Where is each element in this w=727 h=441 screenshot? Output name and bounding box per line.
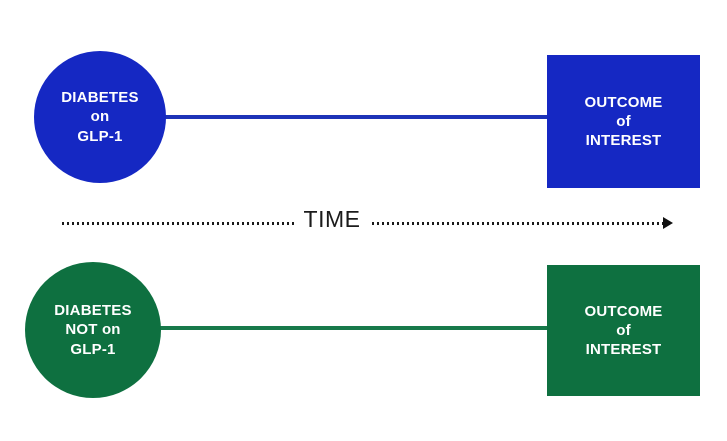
node-label-line-3: INTEREST: [585, 132, 662, 150]
time-axis: TIME: [0, 206, 727, 244]
node-label-line-2: on: [90, 108, 110, 126]
node-outcome-of-interest-exposed[interactable]: OUTCOME of INTEREST: [547, 55, 700, 188]
time-axis-label: TIME: [303, 206, 361, 232]
node-diabetes-on-glp1[interactable]: DIABETES on GLP-1: [34, 51, 166, 183]
node-outcome-of-interest-unexposed[interactable]: OUTCOME of INTEREST: [547, 265, 700, 396]
connector-line-unexposed: [155, 326, 550, 330]
node-label-line-3: GLP-1: [77, 127, 123, 145]
time-axis-dotted-line-left: [62, 222, 295, 225]
node-label-line-2: NOT on: [65, 321, 121, 339]
connector-line-exposed: [160, 115, 550, 119]
node-label-line-1: DIABETES: [54, 302, 132, 320]
node-label-line-3: INTEREST: [585, 341, 662, 359]
arrow-right-icon: [663, 217, 673, 229]
node-label-line-1: DIABETES: [61, 89, 139, 107]
node-label-line-1: OUTCOME: [584, 302, 663, 320]
node-label-line-2: of: [616, 112, 631, 130]
time-axis-dotted-line-right: [372, 222, 664, 225]
node-diabetes-not-on-glp1[interactable]: DIABETES NOT on GLP-1: [25, 262, 161, 398]
node-label-line-3: GLP-1: [70, 340, 116, 358]
node-label-line-2: of: [616, 321, 631, 339]
node-label-line-1: OUTCOME: [584, 93, 663, 111]
